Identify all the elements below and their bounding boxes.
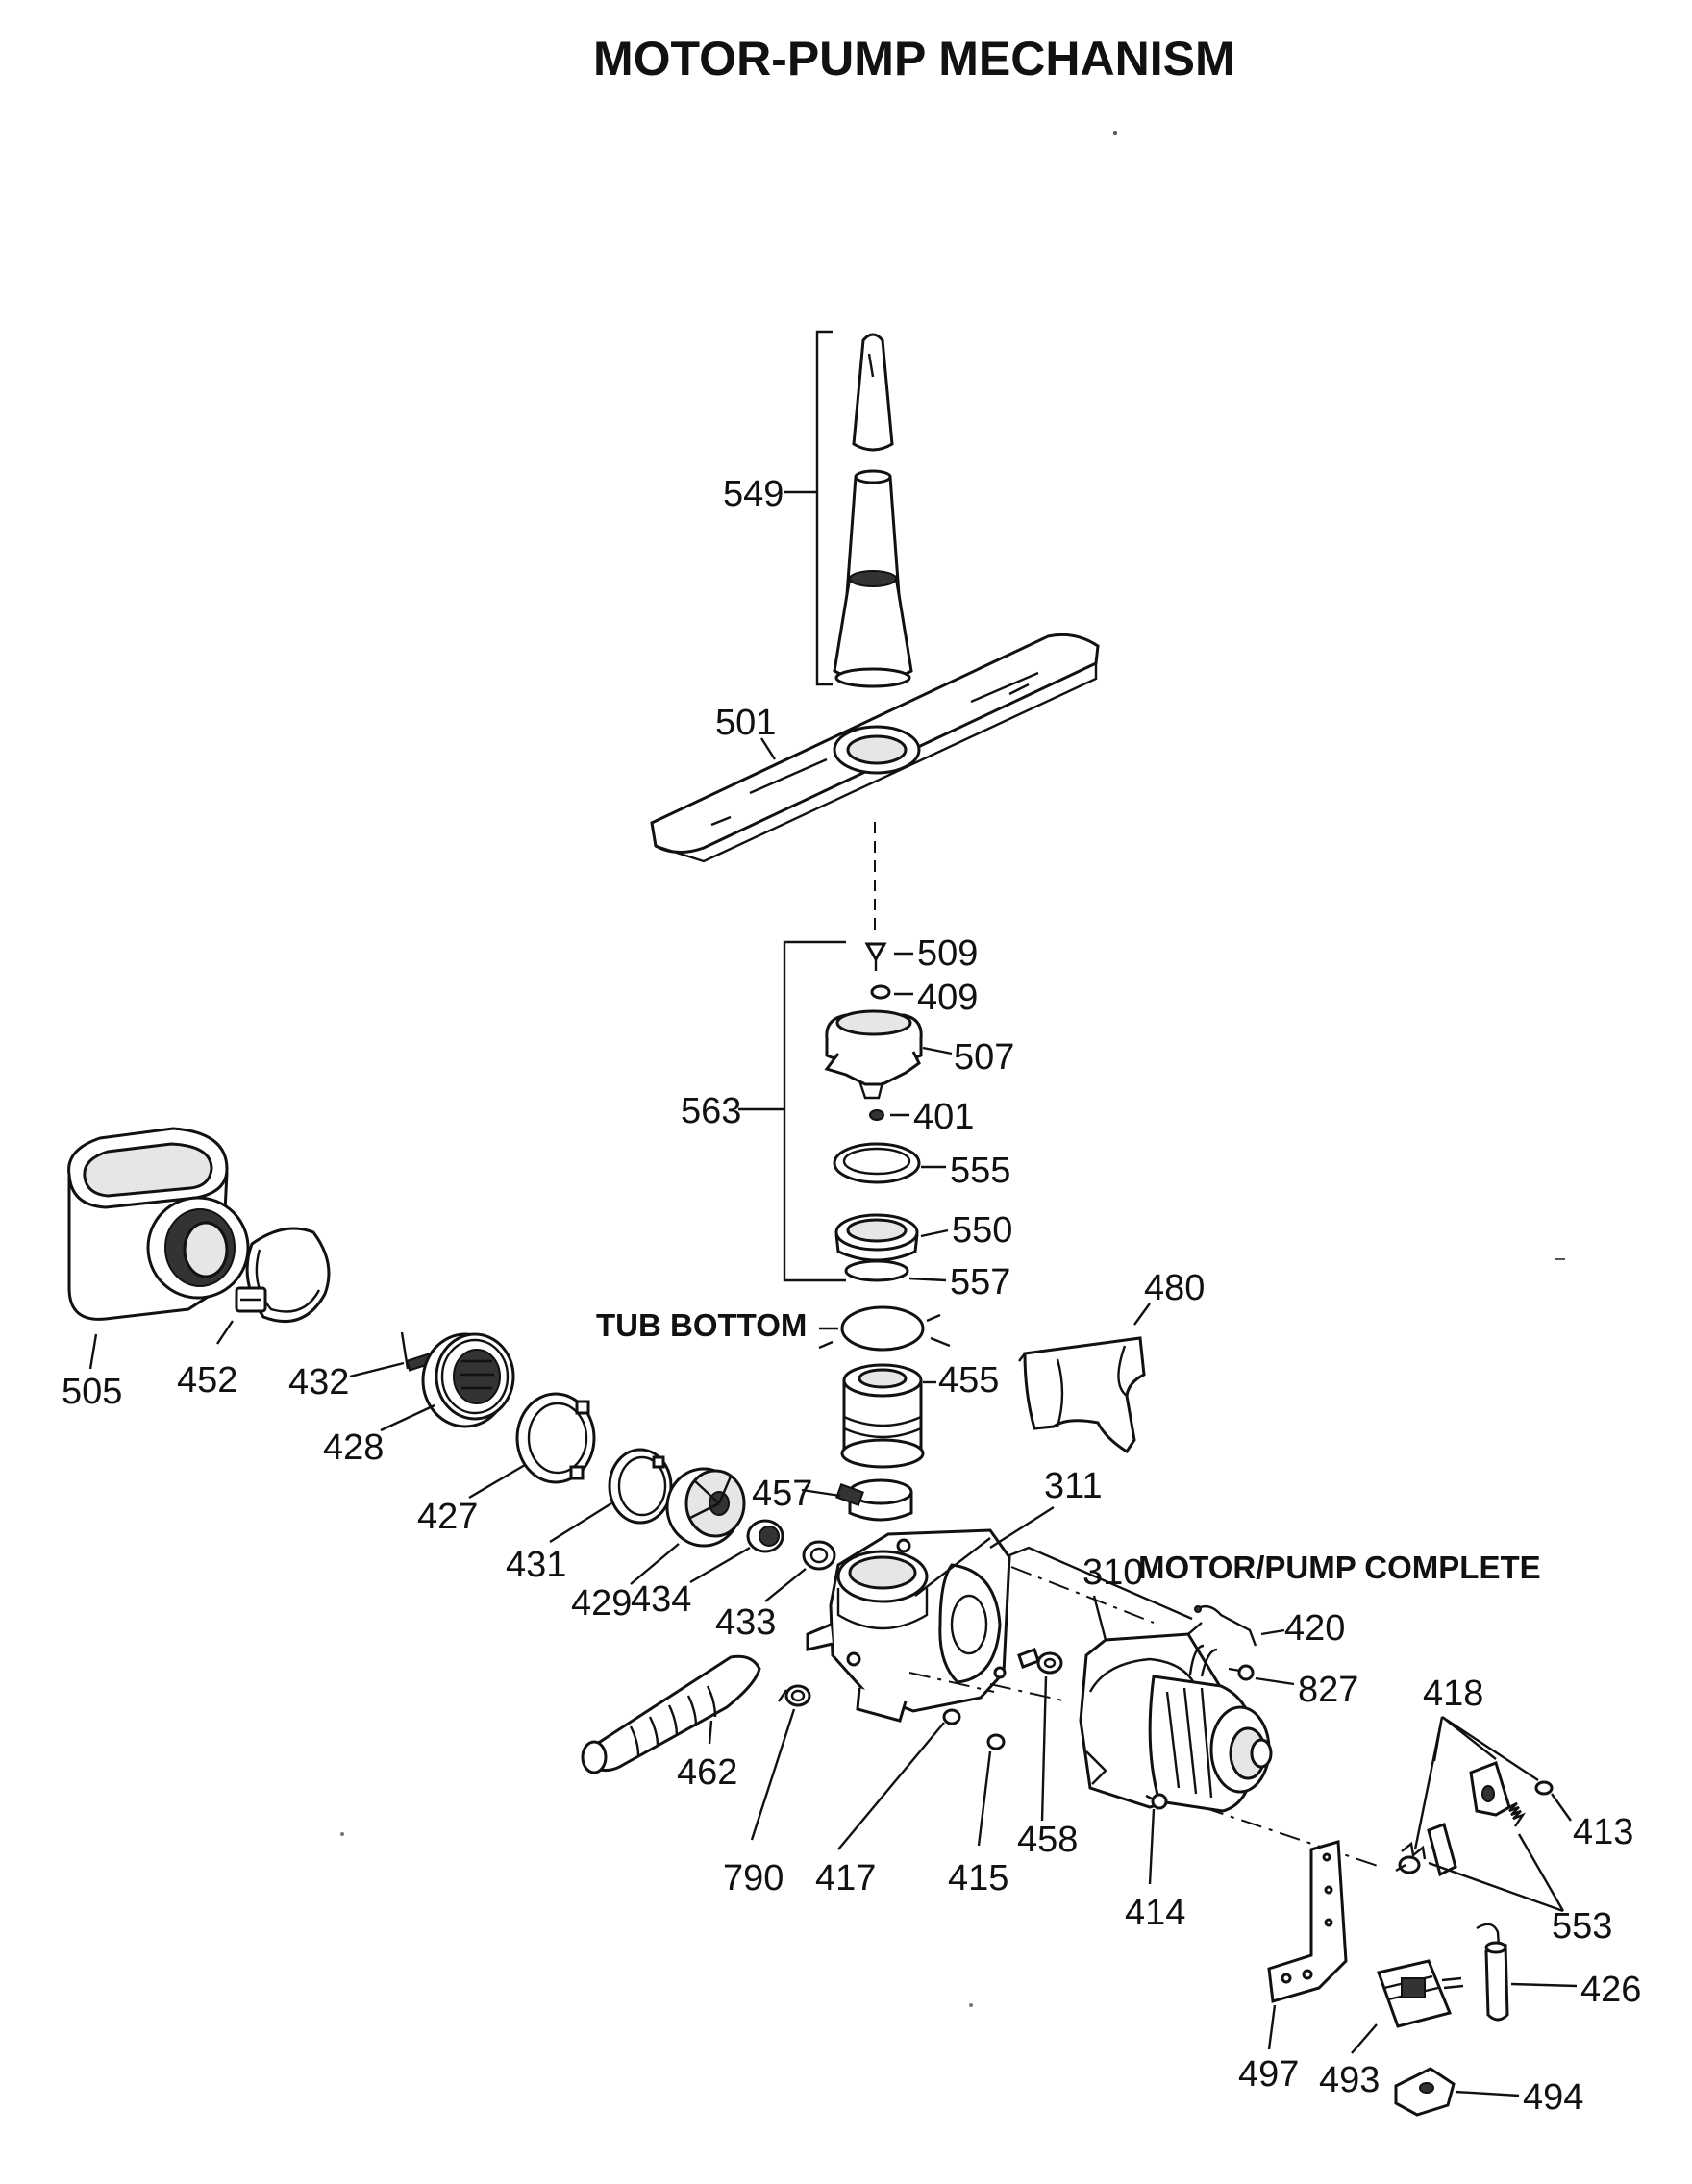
part-458-bolt	[1017, 1648, 1063, 1675]
part-label-462: 462	[677, 1752, 737, 1793]
part-label-455: 455	[938, 1360, 999, 1401]
part-label-549: 549	[723, 474, 784, 514]
part-457-clamp	[835, 1478, 913, 1522]
part-311-pump-housing	[806, 1528, 1011, 1723]
part-555-seal-ring	[833, 1142, 921, 1184]
speck	[1113, 131, 1117, 135]
part-label-494: 494	[1523, 2077, 1583, 2118]
speck	[969, 2003, 973, 2007]
part-label-429: 429	[571, 1583, 632, 1624]
part-label-420: 420	[1284, 1608, 1345, 1649]
part-label-433: 433	[715, 1602, 776, 1643]
part-827-screw	[1228, 1664, 1255, 1681]
part-790-clip	[778, 1684, 811, 1707]
tub-bottom-ring	[818, 1305, 951, 1352]
part-label-457: 457	[752, 1474, 812, 1514]
part-505-filter-housing	[67, 1127, 250, 1321]
part-550-diverter	[834, 1213, 919, 1262]
part-553-springs	[1401, 1801, 1527, 1860]
part-418-switch-assembly	[1395, 1761, 1511, 1877]
speck	[340, 1832, 344, 1836]
part-507-housing	[824, 1009, 923, 1100]
part-401-ball	[869, 1109, 884, 1121]
motor-unit	[1079, 1595, 1273, 1813]
part-label-311: 311	[1044, 1466, 1103, 1506]
part-428-chopper	[421, 1332, 515, 1428]
part-455-sump-cylinder	[840, 1363, 925, 1469]
part-label-427: 427	[417, 1497, 478, 1537]
part-label-428: 428	[323, 1427, 384, 1468]
part-493-solenoid	[1377, 1959, 1464, 2028]
diagram-title: MOTOR-PUMP MECHANISM	[593, 32, 1235, 86]
part-413-clip	[1534, 1780, 1554, 1796]
tub-bottom-heading: TUB BOTTOM	[596, 1307, 807, 1343]
part-420-wire	[1194, 1604, 1257, 1647]
part-label-790: 790	[723, 1858, 784, 1899]
part-427-ring	[515, 1392, 596, 1484]
part-label-497: 497	[1238, 2054, 1299, 2095]
part-label-507: 507	[954, 1037, 1014, 1078]
part-429-impeller	[665, 1467, 746, 1548]
part-label-557: 557	[950, 1262, 1010, 1303]
part-label-426: 426	[1580, 1970, 1641, 2010]
part-409-washer	[870, 984, 891, 1000]
part-431-ring	[608, 1448, 673, 1525]
part-label-452: 452	[177, 1360, 237, 1401]
part-label-555: 555	[950, 1151, 1010, 1191]
part-label-553: 553	[1552, 1906, 1612, 1947]
part-label-480: 480	[1144, 1268, 1205, 1308]
part-label-413: 413	[1573, 1812, 1633, 1852]
part-label-432: 432	[288, 1362, 349, 1402]
part-label-431: 431	[506, 1545, 566, 1585]
part-494-block	[1394, 2067, 1456, 2117]
part-label-418: 418	[1423, 1674, 1483, 1714]
part-452-clamp	[235, 1227, 331, 1324]
part-label-827: 827	[1298, 1670, 1358, 1710]
part-label-409: 409	[917, 978, 978, 1018]
part-label-415: 415	[948, 1858, 1008, 1899]
part-480-shield	[1018, 1336, 1146, 1454]
part-label-414: 414	[1125, 1893, 1185, 1933]
part-label-563: 563	[681, 1091, 741, 1131]
part-label-501: 501	[715, 703, 776, 743]
motor-pump-code: 310	[1082, 1552, 1143, 1593]
motor-pump-complete-heading: MOTOR/PUMP COMPLETE	[1138, 1550, 1541, 1585]
part-426-plunger	[1476, 1923, 1509, 2022]
part-557-seal	[844, 1259, 909, 1282]
part-label-458: 458	[1017, 1820, 1078, 1860]
part-549-spray-tower	[784, 330, 913, 688]
part-label-550: 550	[952, 1210, 1012, 1251]
part-label-505: 505	[62, 1372, 122, 1412]
part-label-434: 434	[631, 1579, 691, 1620]
part-497-bracket	[1267, 1840, 1348, 2003]
part-415-washer	[986, 1733, 1006, 1750]
part-434-nut	[746, 1519, 784, 1553]
part-462-drain-hose	[581, 1654, 761, 1774]
part-414-screw	[1145, 1793, 1168, 1810]
part-433-seal	[802, 1540, 836, 1571]
part-501-spray-arm	[650, 633, 1100, 863]
part-417-washer	[942, 1708, 961, 1725]
part-label-493: 493	[1319, 2060, 1380, 2100]
part-label-417: 417	[815, 1858, 876, 1899]
part-label-401: 401	[913, 1097, 974, 1137]
part-label-509: 509	[917, 933, 978, 974]
part-509-screw	[864, 942, 887, 971]
